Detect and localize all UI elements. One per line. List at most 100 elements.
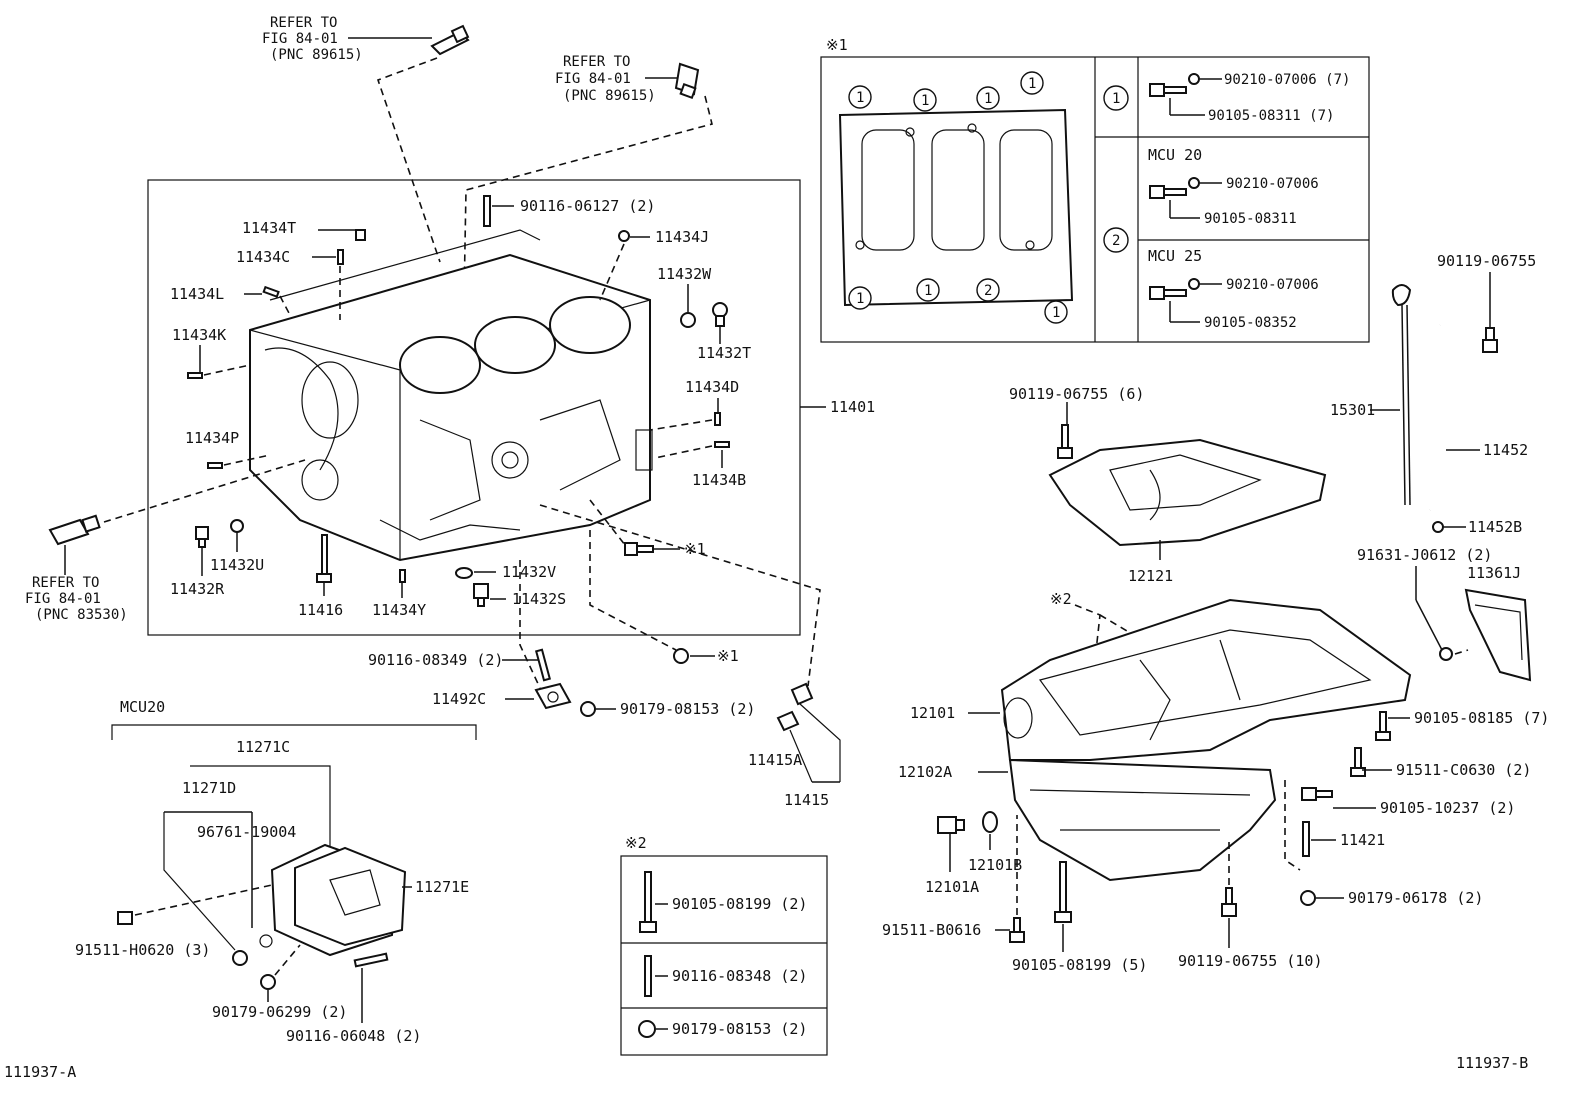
svg-text:12101: 12101 — [910, 704, 955, 722]
svg-text:2: 2 — [984, 283, 992, 299]
svg-text:91511-B0616: 91511-B0616 — [882, 921, 981, 939]
svg-text:(PNC 89615): (PNC 89615) — [270, 47, 363, 63]
svg-text:90105-08311 (7): 90105-08311 (7) — [1208, 108, 1334, 124]
svg-text:REFER TO: REFER TO — [563, 54, 630, 70]
svg-text:MCU 20: MCU 20 — [1148, 146, 1202, 164]
oil-pressure-sensor-icon — [48, 514, 101, 546]
bolt-90105-10237: 90105-10237 (2) — [1301, 787, 1515, 817]
baffle-plate-12121: 90119-06755 (6) 12121 — [1009, 385, 1327, 585]
figure-code-right: 111937-B — [1456, 1054, 1528, 1072]
svg-text:1: 1 — [856, 291, 864, 307]
svg-text:90179-08153 (2): 90179-08153 (2) — [620, 700, 755, 718]
svg-text:90210-07006: 90210-07006 — [1226, 277, 1319, 293]
dipstick-15301: 15301 — [1330, 284, 1412, 506]
svg-text:11434D: 11434D — [685, 378, 739, 396]
svg-text:11492C: 11492C — [432, 690, 486, 708]
svg-text:90105-08311: 90105-08311 — [1204, 211, 1297, 227]
svg-text:1: 1 — [1052, 305, 1060, 321]
svg-text:※2: ※2 — [625, 834, 647, 852]
plate-11361J: 11361J 91631-J0612 (2) — [1357, 546, 1532, 682]
svg-text:90105-08199 (2): 90105-08199 (2) — [672, 895, 807, 913]
plug-11434T: 11434T — [242, 219, 366, 241]
svg-text:90179-06178 (2): 90179-06178 (2) — [1348, 889, 1483, 907]
svg-text:11361J: 11361J — [1467, 564, 1521, 582]
gasket-11492C: 11492C — [432, 682, 572, 710]
svg-text:※2: ※2 — [1050, 590, 1072, 608]
svg-text:11432W: 11432W — [657, 265, 712, 283]
knock-sensor-a-icon — [430, 24, 470, 56]
svg-text:11416: 11416 — [298, 601, 343, 619]
svg-text:FIG 84-01: FIG 84-01 — [555, 71, 631, 87]
plug-11432S: 11432S — [473, 583, 566, 608]
svg-text:MCU 25: MCU 25 — [1148, 247, 1202, 265]
inset1-row2: 2 MCU 20 90210-07006 90105-08311 MCU 25 … — [1103, 146, 1319, 331]
nut-90179-08153: 90179-08153 (2) — [580, 700, 755, 718]
bolt-star1-a: ※1 — [589, 499, 706, 558]
svg-text:15301: 15301 — [1330, 401, 1375, 419]
figure-code-left: 111937-A — [4, 1063, 76, 1081]
svg-text:11421: 11421 — [1340, 831, 1385, 849]
svg-text:90105-08352: 90105-08352 — [1204, 315, 1297, 331]
svg-text:11434J: 11434J — [655, 228, 709, 246]
svg-text:MCU20: MCU20 — [120, 698, 165, 716]
bolt-91511-b0616: 91511-B0616 — [882, 815, 1025, 943]
svg-text:11434B: 11434B — [692, 471, 746, 489]
svg-text:REFER TO: REFER TO — [32, 575, 99, 591]
nut-star1-b: ※1 — [589, 530, 739, 665]
svg-text:11452B: 11452B — [1468, 518, 1522, 536]
svg-text:1: 1 — [1028, 76, 1036, 92]
svg-text:11271E: 11271E — [415, 878, 469, 896]
plug-11432U: 11432U — [210, 519, 264, 574]
pin-11434C: 11434C — [236, 248, 344, 320]
svg-text:90116-08348 (2): 90116-08348 (2) — [672, 967, 807, 985]
svg-text:96761-19004: 96761-19004 — [197, 823, 296, 841]
svg-text:1: 1 — [924, 283, 932, 299]
plug-11434J: 11434J — [599, 228, 709, 301]
svg-text:90105-08199 (5): 90105-08199 (5) — [1012, 956, 1147, 974]
gasket-12101B: 12101B — [968, 811, 1022, 874]
pin-11434D: 11434D — [649, 378, 739, 431]
svg-text:1: 1 — [1112, 91, 1120, 107]
pin-11434B: 11434B — [654, 441, 746, 489]
svg-text:90116-06127 (2): 90116-06127 (2) — [520, 197, 655, 215]
oil-pan-lower-12102A: 12102A — [898, 758, 1277, 882]
svg-text:90119-06755 (10): 90119-06755 (10) — [1178, 952, 1323, 970]
svg-text:90119-06755: 90119-06755 — [1437, 252, 1536, 270]
svg-text:90105-08185 (7): 90105-08185 (7) — [1414, 709, 1549, 727]
svg-text:(PNC 89615): (PNC 89615) — [563, 88, 656, 104]
svg-text:12101A: 12101A — [925, 878, 979, 896]
mcu20-group: MCU20 11271C 11271D 96761-19004 11271E 9… — [75, 698, 477, 1045]
svg-text:11434P: 11434P — [185, 429, 239, 447]
pin-11434Y: 11434Y — [372, 569, 426, 619]
svg-text:※1: ※1 — [717, 647, 739, 665]
svg-text:FIG 84-01: FIG 84-01 — [25, 591, 101, 607]
svg-text:1: 1 — [856, 90, 864, 106]
svg-text:91631-J0612 (2): 91631-J0612 (2) — [1357, 546, 1492, 564]
plug-11432T: 11432T — [697, 302, 751, 362]
svg-text:91511-C0630 (2): 91511-C0630 (2) — [1396, 761, 1531, 779]
svg-text:11434Y: 11434Y — [372, 601, 426, 619]
inset-star2: ※2 90105-08199 (2) 90116-08348 (2) 90179… — [620, 834, 828, 1056]
svg-text:90210-07006 (7): 90210-07006 (7) — [1224, 72, 1350, 88]
ref-fig-b: REFER TO FIG 84-01 (PNC 89615) — [555, 54, 678, 104]
svg-text:11432V: 11432V — [502, 563, 556, 581]
svg-text:REFER TO: REFER TO — [270, 15, 337, 31]
svg-text:12121: 12121 — [1128, 567, 1173, 585]
svg-text:90105-10237 (2): 90105-10237 (2) — [1380, 799, 1515, 817]
plug-91511-h0620: 91511-H0620 (3) — [75, 884, 273, 959]
cylinder-block-drawing — [249, 229, 653, 562]
svg-text:91511-H0620 (3): 91511-H0620 (3) — [75, 941, 210, 959]
svg-text:90116-06048 (2): 90116-06048 (2) — [286, 1027, 421, 1045]
svg-text:※1: ※1 — [826, 36, 848, 54]
svg-text:11434K: 11434K — [172, 326, 226, 344]
plug-11432V: 11432V — [455, 563, 556, 581]
svg-text:11432U: 11432U — [210, 556, 264, 574]
ref-fig-c: REFER TO FIG 84-01 (PNC 83530) — [25, 545, 128, 623]
pin-11434K: 11434K — [172, 326, 251, 379]
svg-text:11434C: 11434C — [236, 248, 290, 266]
drain-plug-12101A: 12101A — [925, 816, 979, 896]
stud-90116-06048: 90116-06048 (2) — [286, 952, 421, 1045]
inset-star1: ※1 1 1 1 1 1 1 2 1 1 — [820, 36, 1370, 343]
svg-text:2: 2 — [1112, 233, 1120, 249]
